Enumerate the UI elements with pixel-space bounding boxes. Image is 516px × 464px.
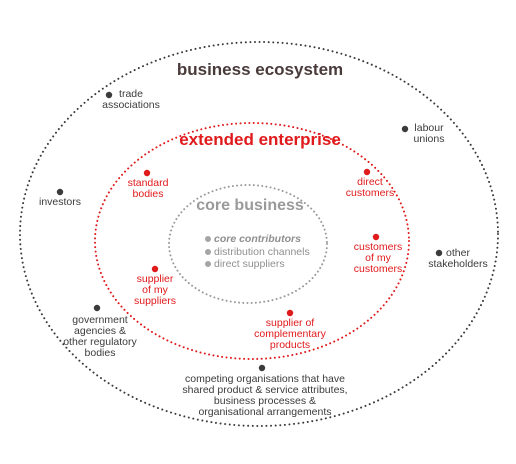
direct-customers-dot <box>363 168 371 176</box>
government-agencies-dot <box>93 304 101 312</box>
business-ecosystem-ring <box>19 41 499 427</box>
investors-label: investors <box>38 196 81 208</box>
core-business-list: core contributors distribution channels … <box>205 233 310 271</box>
extended-enterprise-title: extended enterprise <box>179 130 341 149</box>
customers-of-my-customers-dot <box>372 233 380 241</box>
direct-suppliers-item: direct suppliers <box>205 258 310 271</box>
competing-organisations-dot <box>258 364 266 372</box>
trade-associations-dot <box>105 91 113 99</box>
standard-bodies-dot <box>143 169 151 177</box>
core-business-title: core business <box>196 197 304 214</box>
core-business-ring <box>168 184 328 304</box>
extended-enterprise-ring <box>94 122 410 360</box>
business-ecosystem-title: business ecosystem <box>176 60 344 79</box>
supplier-of-my-suppliers-dot <box>151 265 159 273</box>
investors-dot <box>56 188 64 196</box>
other-stakeholders-dot <box>435 249 443 257</box>
distribution-channels-item: distribution channels <box>205 246 310 259</box>
labour-unions-dot <box>401 125 409 133</box>
core-contributors-item: core contributors <box>205 233 310 246</box>
supplier-of-complementary-products-dot <box>286 309 294 317</box>
